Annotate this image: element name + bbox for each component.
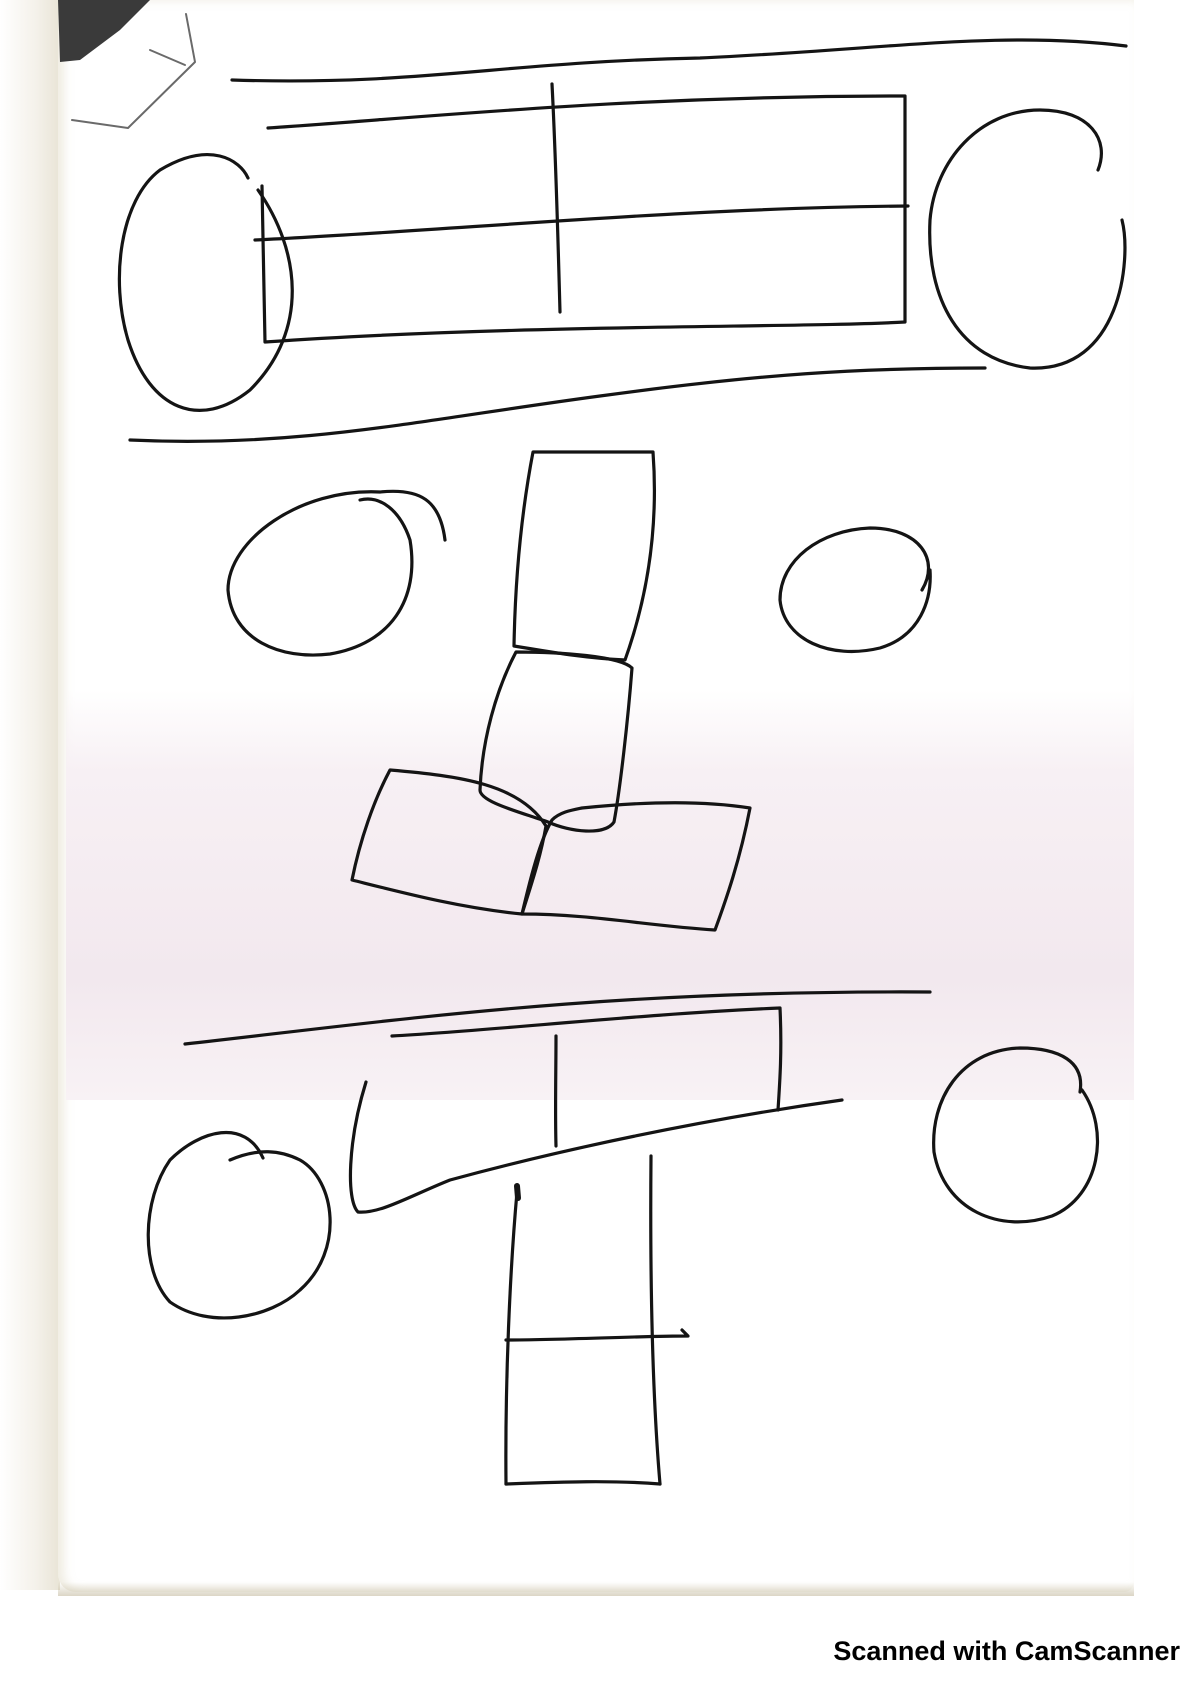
scan-background-edge xyxy=(0,0,60,1590)
sketch-3-ink-dot xyxy=(514,1183,521,1201)
sketch-1-top xyxy=(117,38,1128,443)
sketch-2-lower-left-block xyxy=(350,768,548,916)
corner-fold-dark xyxy=(58,0,150,62)
sketch-3-stem-divider xyxy=(504,1328,690,1342)
sketch-1-vertical-divider xyxy=(550,82,562,314)
scanner-watermark: Scanned with CamScanner xyxy=(833,1636,1180,1666)
sketch-1-right-circle xyxy=(928,108,1127,370)
sketch-1-horizontal-divider xyxy=(253,204,910,242)
sketch-1-left-circle xyxy=(117,153,294,412)
sketch-3-top-line xyxy=(183,990,932,1046)
sketch-3-base-outline xyxy=(348,1080,844,1214)
sketch-1-rectangle xyxy=(260,94,907,344)
corner-fold-edge xyxy=(71,13,196,129)
sketch-3-right-circle xyxy=(932,1046,1100,1224)
sketch-2-lower-right-block xyxy=(520,801,752,932)
sketch-2-middle-block xyxy=(478,650,634,833)
paper-bottom-shadow xyxy=(58,1582,1134,1596)
sketch-2-left-circle xyxy=(226,489,447,657)
sketch-3-stem-right xyxy=(649,1154,662,1486)
corner-fold xyxy=(58,0,196,129)
sketch-2-right-circle xyxy=(778,526,932,653)
sketch-3-left-circle xyxy=(146,1131,332,1320)
sketch-1-top-line xyxy=(230,38,1128,83)
paper-shading-band xyxy=(66,690,1134,1100)
sketch-3-stem-left xyxy=(504,1190,519,1486)
sketch-1-bottom-line xyxy=(128,366,987,443)
sketch-2-middle xyxy=(226,450,932,932)
sketch-3-stem-bottom xyxy=(504,1480,662,1486)
corner-fold-crease xyxy=(149,49,186,66)
sketch-2-upper-block xyxy=(512,450,657,662)
sketch-3-roof-outline xyxy=(390,1006,783,1112)
sketch-3-bottom xyxy=(146,990,1100,1486)
